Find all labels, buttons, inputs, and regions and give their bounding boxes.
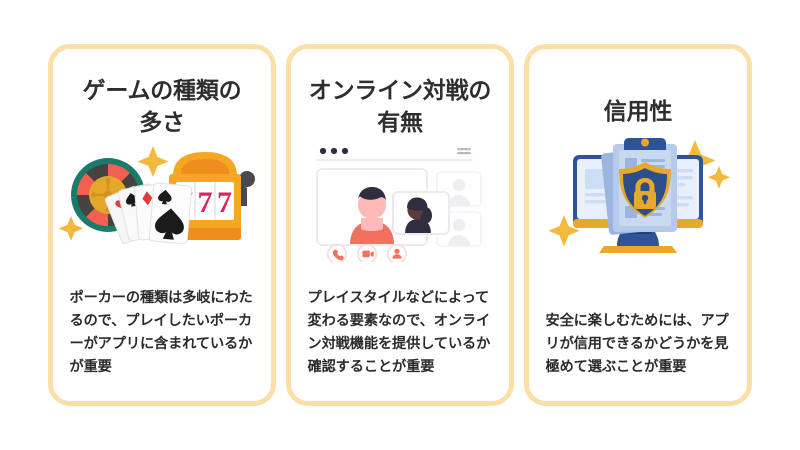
- card-title: 信用性: [603, 98, 673, 124]
- video-button: [357, 244, 377, 263]
- window-dots: [319, 148, 349, 155]
- svg-text:7: 7: [198, 186, 213, 219]
- svg-text:7: 7: [217, 186, 232, 219]
- card-trustworthiness: 信用性: [524, 44, 752, 406]
- card-body-text: 安全に楽しむためには、アプリが信用できるかどうかを見極めて選ぶことが重要: [545, 313, 729, 375]
- call-button: [327, 244, 347, 263]
- card-game-variety: ゲームの種類の 多さ: [48, 44, 276, 406]
- security-monitor-illustration: [533, 122, 743, 262]
- card-title: ゲームの種類の 多さ: [82, 77, 242, 135]
- call-controls: [327, 244, 407, 263]
- shield-icon: [619, 161, 671, 218]
- card-online-match: オンライン対戦の 有無: [286, 44, 514, 406]
- participant-overlay: [392, 191, 450, 236]
- video-call-illustration: [295, 142, 505, 263]
- browser-window: [317, 148, 473, 162]
- sparkle-icon: [58, 146, 169, 242]
- add-person-button: [387, 244, 407, 263]
- padlock-icon: [634, 177, 656, 209]
- menu-icon: [457, 148, 471, 155]
- card-title: オンライン対戦の 有無: [308, 77, 492, 135]
- casino-games-illustration: 7 7 7: [57, 140, 267, 260]
- card-body-text: ポーカーの種類は多岐にわたるので、プレイしたいポーカーがアプリに含まれているかが…: [69, 290, 253, 375]
- card-body-text: プレイスタイルなどによって変わる要素なので、オンライン対戦機能を提供しているか確…: [307, 290, 491, 375]
- playing-cards: [104, 183, 193, 245]
